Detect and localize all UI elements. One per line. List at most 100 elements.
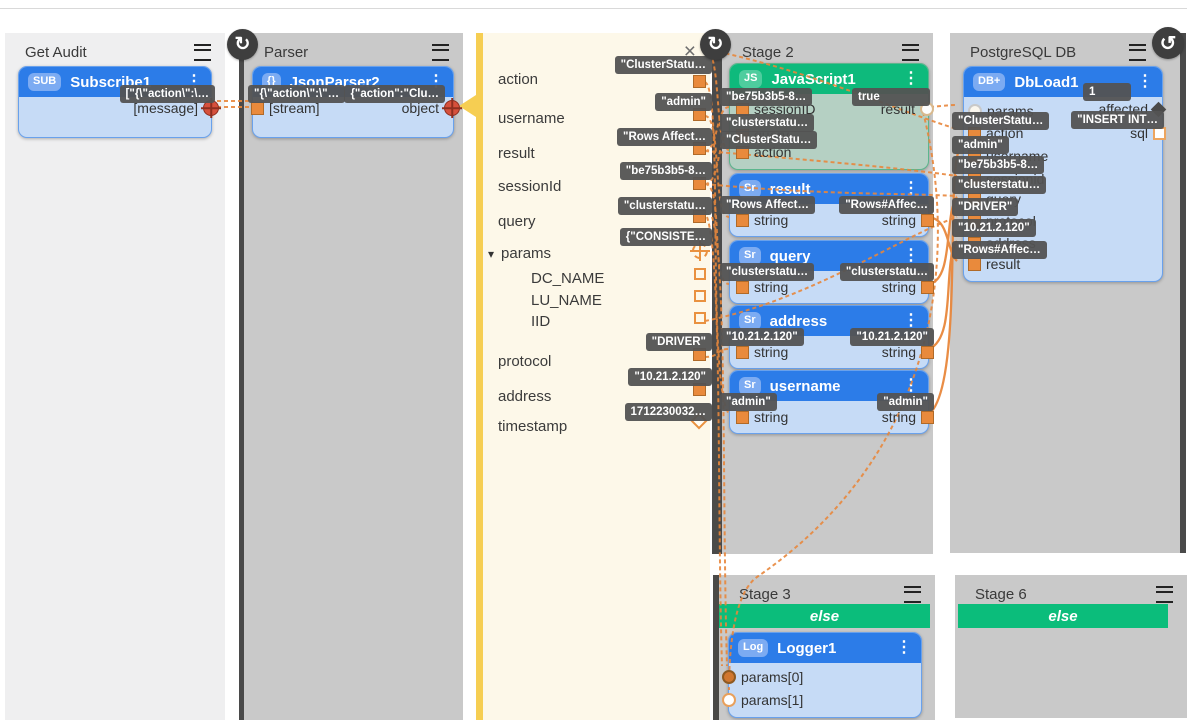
node-username[interactable]: Sr username ⋮ "admin" string "admin" str…: [720, 370, 934, 434]
output-value-tag: ["{\"action\":\…: [119, 85, 215, 104]
hamburger-menu-icon[interactable]: [432, 43, 449, 61]
port-label: [message]: [133, 100, 198, 116]
input-port-params0[interactable]: [722, 670, 736, 684]
port-action[interactable]: [693, 75, 706, 88]
port-label: params[0]: [741, 669, 804, 685]
hamburger-menu-icon[interactable]: [904, 585, 921, 603]
hamburger-menu-icon[interactable]: [902, 43, 919, 61]
kebab-menu-icon[interactable]: ⋮: [903, 312, 919, 329]
kebab-menu-icon[interactable]: ⋮: [896, 639, 912, 656]
input-value-tag: "ClusterStatu…: [952, 112, 1050, 131]
redo-icon[interactable]: ↻: [700, 29, 731, 60]
input-port-row: string: [736, 212, 788, 228]
node-title: Logger1: [777, 639, 837, 657]
chevron-down-icon[interactable]: ▾: [488, 247, 495, 261]
value-tag-protocol: "DRIVER": [645, 333, 712, 352]
output-port[interactable]: [921, 345, 934, 359]
field-timestamp: timestamp: [498, 418, 568, 435]
output-port[interactable]: [921, 213, 934, 227]
output-port-object[interactable]: [444, 100, 460, 116]
panel-parser: Parser {} JsonParser2 ⋮ "{\"action\":\"……: [239, 33, 463, 720]
input-port-row: params[1]: [722, 692, 803, 708]
input-port[interactable]: [736, 213, 749, 227]
field-protocol: protocol: [498, 353, 552, 370]
value-tag-timestamp: 1712230032…: [624, 403, 712, 422]
inspector-pointer: [459, 95, 476, 117]
node-address[interactable]: Sr address ⋮ "10.21.2.120" string "10.21…: [720, 305, 934, 369]
output-value-tag: "INSERT INT…: [1071, 111, 1164, 130]
port-label: string: [881, 212, 916, 228]
port-dc-name[interactable]: [694, 268, 706, 280]
close-icon[interactable]: ×: [683, 40, 696, 63]
value-tag-address: "10.21.2.120": [628, 368, 712, 387]
hamburger-menu-icon[interactable]: [1156, 585, 1173, 603]
input-port-row: params[0]: [722, 669, 803, 685]
output-port-row: string: [882, 344, 934, 360]
output-value-tag: 1: [1083, 83, 1131, 102]
output-port-row: string: [882, 409, 934, 425]
output-port[interactable]: [921, 410, 934, 424]
panel-title: Parser: [264, 43, 309, 61]
input-port-result[interactable]: [968, 257, 981, 271]
node-subscribe1-header: SUB Subscribe1 ⋮: [19, 67, 211, 97]
undo-icon[interactable]: ↺: [1152, 27, 1184, 59]
field-params-label: params: [501, 245, 552, 262]
field-dc-name: DC_NAME: [531, 270, 605, 287]
node-dbload1[interactable]: DB+ DbLoad1 ⋮ params "ClusterStatu… acti…: [952, 66, 1167, 282]
node-type-badge: Log: [738, 639, 769, 657]
node-javascript1[interactable]: JS JavaScript1 ⋮ "be75b3b5-8… sessionID …: [720, 63, 934, 170]
input-value-tag: "ClusterStatu…: [720, 131, 818, 150]
hamburger-menu-icon[interactable]: [1129, 43, 1146, 61]
input-value-tag: "10.21.2.120": [720, 328, 804, 347]
kebab-menu-icon[interactable]: ⋮: [903, 377, 919, 394]
value-tag-username: "admin": [655, 93, 712, 112]
output-value-tag: true: [852, 88, 930, 107]
input-value-tag: "admin": [952, 136, 1009, 155]
input-port[interactable]: [736, 280, 749, 294]
output-value-tag: {"action":"Clu…: [344, 85, 445, 104]
node-logger1-header: Log Logger1 ⋮: [729, 633, 921, 663]
output-value-tag: "admin": [877, 393, 934, 412]
node-subscribe1[interactable]: SUB Subscribe1 ⋮ ["{\"action\":\… [messa…: [18, 66, 219, 138]
node-query[interactable]: Sr query ⋮ "clusterstatu… string "cluste…: [720, 240, 934, 304]
output-port-row: [message]: [133, 100, 219, 116]
value-tag-params: {"CONSISTE…: [619, 228, 712, 247]
redo-icon[interactable]: ↻: [227, 29, 258, 60]
input-port-stream[interactable]: [251, 101, 264, 115]
node-logger1[interactable]: Log Logger1 ⋮ params[0] params[1]: [722, 632, 922, 718]
panel-title: PostgreSQL DB: [970, 43, 1077, 61]
value-tag-result: "Rows Affect…: [617, 128, 712, 147]
node-type-badge: DB+: [973, 73, 1006, 91]
node-title: username: [769, 377, 841, 395]
window-top-divider: [0, 0, 1187, 9]
output-value-tag: "clusterstatu…: [839, 263, 934, 282]
hamburger-menu-icon[interactable]: [194, 43, 211, 61]
node-title: address: [769, 312, 828, 330]
panel-title: Stage 2: [742, 43, 794, 61]
panel-stage2: Stage 2 JS JavaScript1 ⋮ "be75b3b5-8… se…: [712, 33, 934, 554]
input-value-tag: "admin": [720, 393, 777, 412]
port-label: string: [881, 344, 916, 360]
kebab-menu-icon[interactable]: ⋮: [903, 70, 919, 87]
input-port-params1[interactable]: [722, 693, 736, 707]
input-port[interactable]: [736, 410, 749, 424]
output-port-row: string: [882, 279, 934, 295]
node-title: query: [769, 247, 811, 265]
field-action: action: [498, 71, 539, 88]
input-port[interactable]: [736, 345, 749, 359]
port-lu-name[interactable]: [694, 290, 706, 302]
node-jsonparser2[interactable]: {} JsonParser2 ⋮ "{\"action\":\"… [strea…: [248, 66, 460, 138]
port-iid[interactable]: [694, 312, 706, 324]
input-value-tag: "be75b3b5-8…: [952, 156, 1045, 175]
kebab-menu-icon[interactable]: ⋮: [903, 247, 919, 264]
input-value-tag: "clusterstatu…: [952, 176, 1047, 195]
output-port[interactable]: [921, 280, 934, 294]
node-result[interactable]: Sr result ⋮ "Rows Affect… string "Rows#A…: [720, 173, 934, 237]
field-address: address: [498, 388, 552, 405]
input-port-row: string: [736, 409, 788, 425]
kebab-menu-icon[interactable]: ⋮: [1137, 73, 1153, 90]
input-port-row: string: [736, 344, 788, 360]
input-port-row: result: [968, 256, 1020, 272]
kebab-menu-icon[interactable]: ⋮: [903, 180, 919, 197]
field-params[interactable]: ▾ params: [488, 245, 551, 262]
